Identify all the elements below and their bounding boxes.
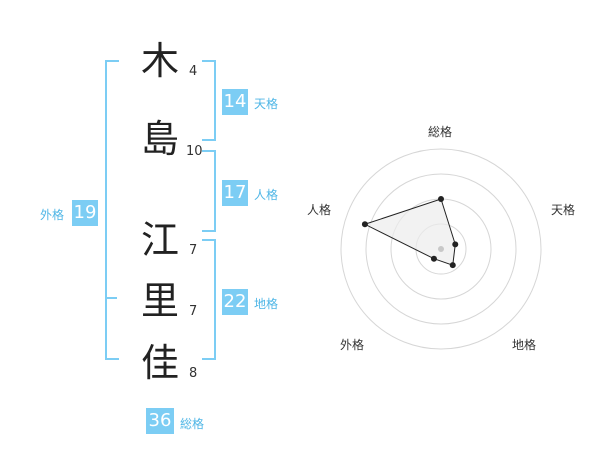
chikaku-bracket <box>202 239 216 360</box>
radar-points <box>361 196 459 269</box>
name-char-3: 江 <box>141 218 180 262</box>
name-char-2: 島 <box>141 117 180 161</box>
radar-label-tenkaku: 天格 <box>551 203 576 217</box>
radar-center <box>438 246 444 252</box>
radar-point-4 <box>430 255 437 262</box>
radar-ring <box>365 173 517 325</box>
gaikaku-bracket <box>105 60 119 360</box>
radar-ring <box>415 223 467 275</box>
jinkaku-bracket <box>202 150 216 232</box>
gaikaku-label: 外格 <box>40 208 65 222</box>
name-char-5: 佳 <box>141 341 180 385</box>
jinkaku-label: 人格 <box>254 188 279 202</box>
radar-polygon <box>363 198 456 266</box>
stroke-count-4: 7 <box>189 304 198 319</box>
radar-point-3 <box>449 262 456 269</box>
radar-point-5 <box>361 221 368 228</box>
radar-rings <box>340 148 542 350</box>
radar-label-chikaku: 地格 <box>512 338 537 352</box>
stroke-count-3: 7 <box>189 243 198 258</box>
soukaku-value: 36 <box>146 408 174 434</box>
jinkaku-value: 17 <box>222 180 248 206</box>
radar-label-soukaku: 総格 <box>428 125 453 139</box>
stroke-count-5: 8 <box>189 366 198 381</box>
stroke-count-1: 4 <box>189 64 198 79</box>
gaikaku-value: 19 <box>72 200 98 226</box>
tenkaku-value: 14 <box>222 89 248 115</box>
tenkaku-label: 天格 <box>254 97 279 111</box>
gaikaku-bracket-split <box>105 297 117 299</box>
radar-ring <box>340 148 542 350</box>
radar-point-1 <box>438 196 444 202</box>
radar-point-2 <box>452 241 459 248</box>
radar-label-gaikaku: 外格 <box>340 338 365 352</box>
radar-label-jinkaku: 人格 <box>307 203 332 217</box>
tenkaku-bracket <box>202 60 216 141</box>
name-char-1: 木 <box>141 39 180 83</box>
stroke-count-2: 10 <box>186 144 203 159</box>
radar-ring <box>390 198 492 300</box>
soukaku-label: 総格 <box>180 417 205 431</box>
chikaku-value: 22 <box>222 289 248 315</box>
chikaku-label: 地格 <box>254 297 279 311</box>
name-char-4: 里 <box>141 279 180 323</box>
